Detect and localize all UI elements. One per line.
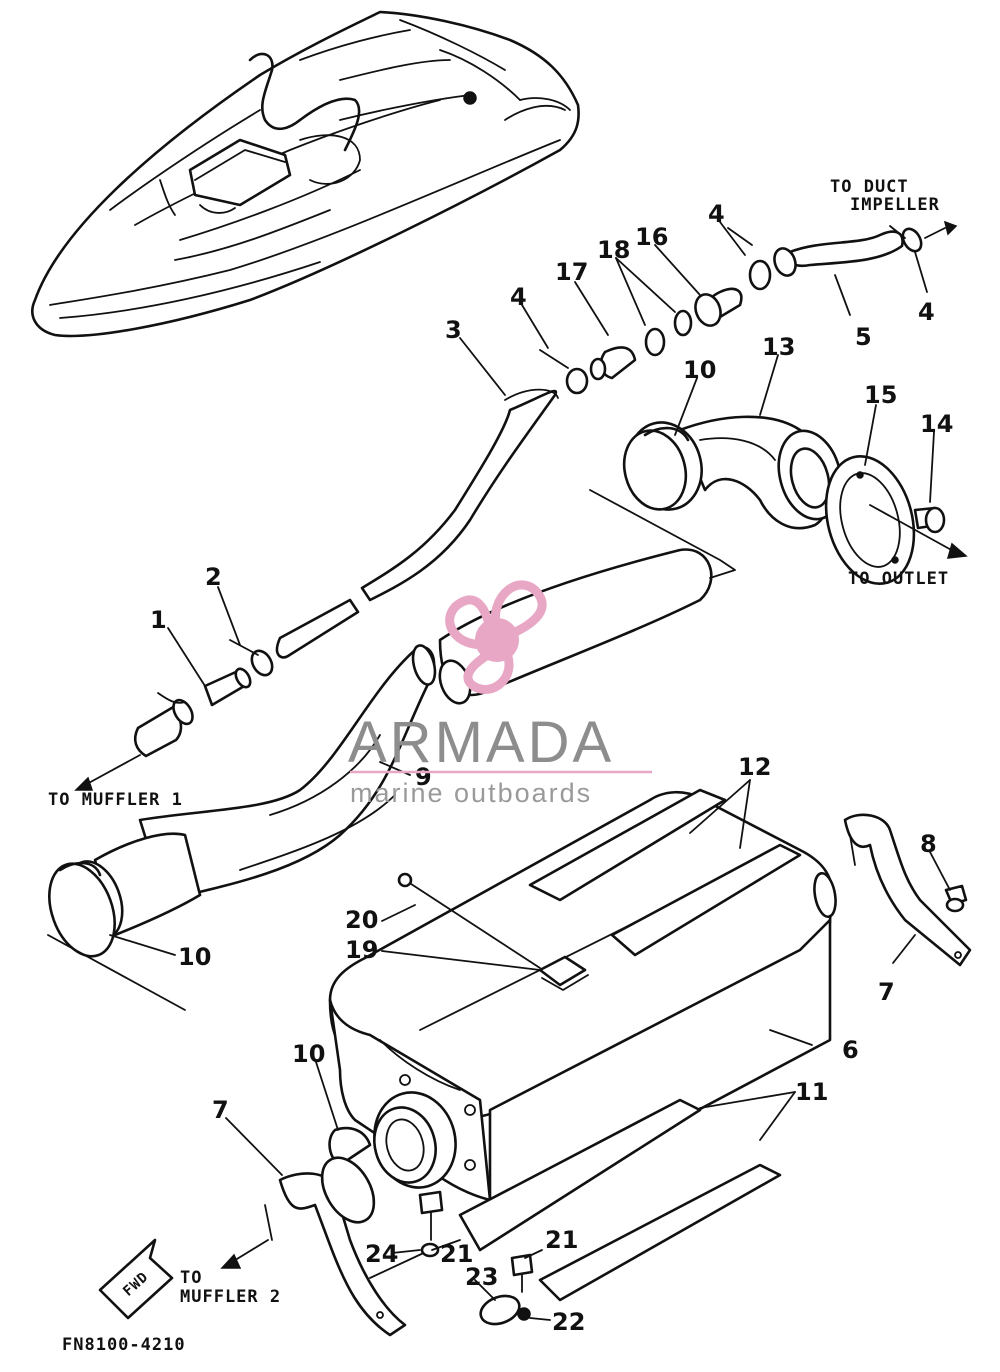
part-numbers: 1 2 3 4 4 4 5 6 7 7 8 9 10 10 10 10 11 1… — [150, 200, 953, 1336]
part-number: 5 — [855, 323, 872, 351]
leader-lines — [109, 221, 951, 1321]
armada-watermark: ARMADA marine outboards — [348, 580, 652, 808]
fwd-arrow-icon: FWD — [98, 1238, 174, 1320]
part-number: 12 — [738, 753, 771, 781]
hardware-bottom — [418, 1190, 534, 1326]
fitting-1-assembly — [133, 639, 274, 758]
part-number: 14 — [920, 410, 953, 438]
part-number: 4 — [510, 283, 527, 311]
part-number: 22 — [552, 1308, 585, 1336]
part-number: 6 — [842, 1036, 859, 1064]
part-number: 4 — [918, 298, 935, 326]
label-impeller: IMPELLER — [850, 195, 940, 215]
part-number: 7 — [212, 1096, 229, 1124]
watercraft-illustration — [31, 10, 580, 338]
part-number: 11 — [795, 1078, 828, 1106]
direction-labels: TO DUCT IMPELLER TO OUTLET TO MUFFLER 1 … — [48, 177, 949, 1355]
arrow-to-muffler-2-icon — [220, 1239, 269, 1269]
watermark-brand: ARMADA — [348, 710, 614, 775]
arrow-to-outlet-icon — [869, 504, 968, 559]
part-number: 24 — [365, 1240, 398, 1268]
hose-5-assembly — [539, 225, 923, 395]
part-number: 18 — [597, 236, 630, 264]
label-to-muffler-1: TO MUFFLER 1 — [48, 790, 183, 810]
part-number: 3 — [445, 316, 462, 344]
part-number: 19 — [345, 936, 378, 964]
part-number: 23 — [465, 1263, 498, 1291]
bracket-7-left — [264, 1126, 431, 1337]
part-number: 10 — [292, 1040, 325, 1068]
watermark-tagline: marine outboards — [350, 778, 592, 808]
part-number: 9 — [415, 763, 432, 791]
part-number: 7 — [878, 978, 895, 1006]
part-number: 2 — [205, 563, 222, 591]
part-number: 21 — [545, 1226, 578, 1254]
part-number: 16 — [635, 223, 668, 251]
part-number: 8 — [920, 830, 937, 858]
elbow-13-assembly — [589, 415, 946, 586]
arrow-to-muffler-1-icon — [74, 754, 141, 791]
part-number: 15 — [864, 381, 897, 409]
part-number: 21 — [440, 1240, 473, 1268]
bracket-7-right — [843, 813, 972, 967]
part-number: 20 — [345, 906, 378, 934]
diagram-code: FN8100-4210 — [62, 1335, 186, 1355]
label-to-duct: TO DUCT — [830, 177, 909, 197]
label-muffler-2: MUFFLER 2 — [180, 1287, 281, 1307]
hose-3 — [275, 388, 559, 659]
part-number: 10 — [683, 356, 716, 384]
part-number: 10 — [178, 943, 211, 971]
part-number: 13 — [762, 333, 795, 361]
part-number: 17 — [555, 258, 588, 286]
muffler-6 — [328, 788, 837, 1302]
part-number: 1 — [150, 606, 167, 634]
label-to-outlet: TO OUTLET — [848, 569, 949, 589]
propeller-icon — [445, 580, 547, 694]
arrow-to-duct-icon — [924, 220, 958, 239]
part-number: 4 — [708, 200, 725, 228]
label-to: TO — [180, 1268, 202, 1288]
